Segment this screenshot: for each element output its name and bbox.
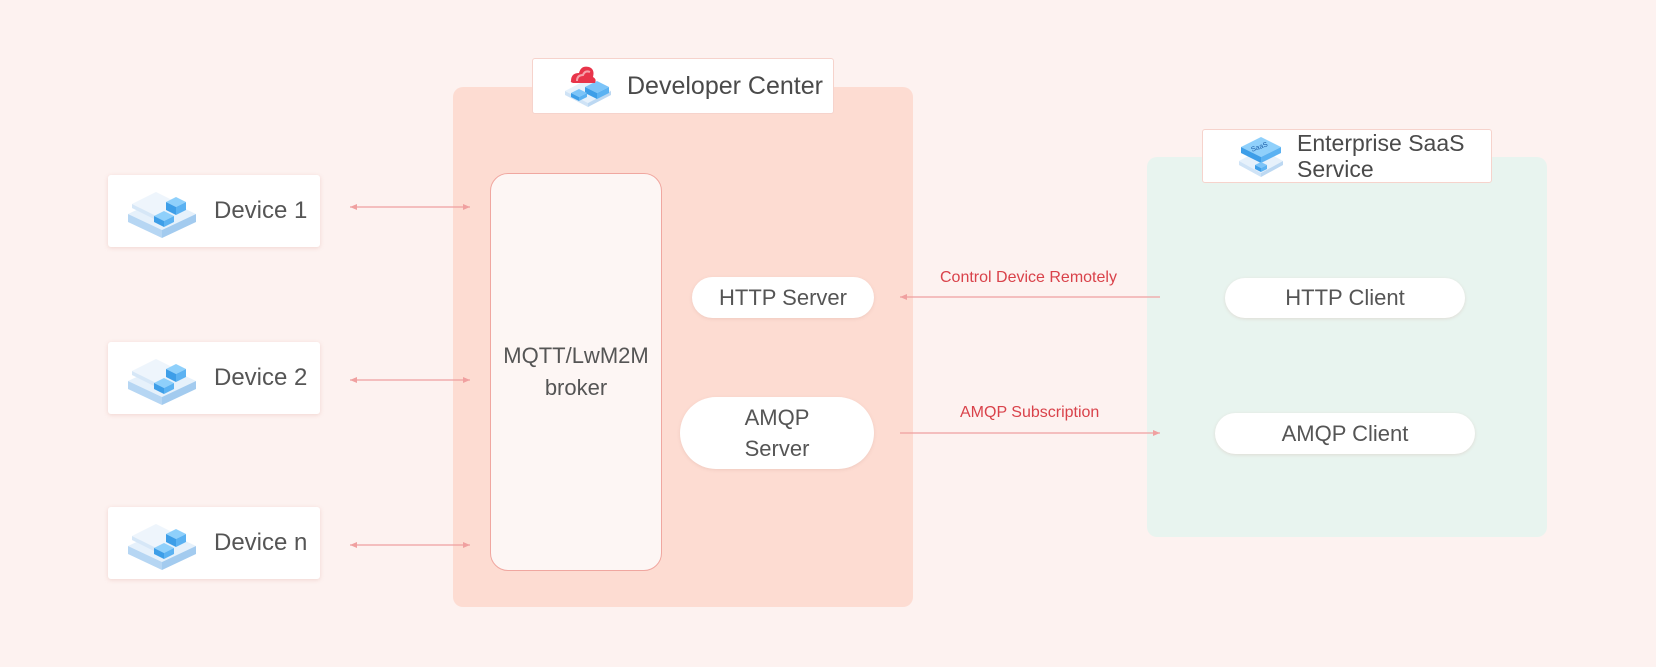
cloud-platform-icon [565,66,611,107]
amqp-client-label: AMQP Client [1281,420,1409,446]
control-device-remotely-label: Control Device Remotely [940,269,1117,286]
device-label: Device n [214,529,308,556]
device-icon [128,192,196,238]
device-label: Device 2 [214,364,308,391]
developer-center-title: Developer Center [627,71,823,100]
enterprise-saas-title: Enterprise SaaS Service [1297,130,1464,182]
device-card-n: Device n [108,507,320,579]
enterprise-saas-title-card: SaaS Enterprise SaaS Service [1202,129,1492,183]
device-icon [128,524,196,570]
amqp-server-line1: AMQP [744,405,810,430]
broker-line2: broker [544,375,608,400]
mqtt-lwm2m-broker: MQTT/LwM2M broker [490,173,662,571]
amqp-server-line2: Server [744,436,810,461]
http-client-node: HTTP Client [1225,278,1465,318]
enterprise-saas-title-line1: Enterprise SaaS [1297,130,1465,156]
device-card-1: Device 1 [108,175,320,247]
broker-line1: MQTT/LwM2M [503,343,649,368]
enterprise-saas-title-line2: Service [1297,156,1374,182]
device-label: Device 1 [214,197,308,224]
http-client-label: HTTP Client [1285,285,1405,310]
device-icon [128,359,196,405]
amqp-client-node: AMQP Client [1215,413,1475,454]
device-card-2: Device 2 [108,342,320,414]
developer-center-title-card: Developer Center [532,58,834,114]
saas-icon: SaaS [1239,137,1283,177]
http-server-label: HTTP Server [719,284,847,310]
http-server-node: HTTP Server [692,277,874,318]
amqp-server-node: AMQP Server [680,397,874,469]
enterprise-saas-panel [1147,157,1547,537]
amqp-subscription-label: AMQP Subscription [960,404,1100,421]
